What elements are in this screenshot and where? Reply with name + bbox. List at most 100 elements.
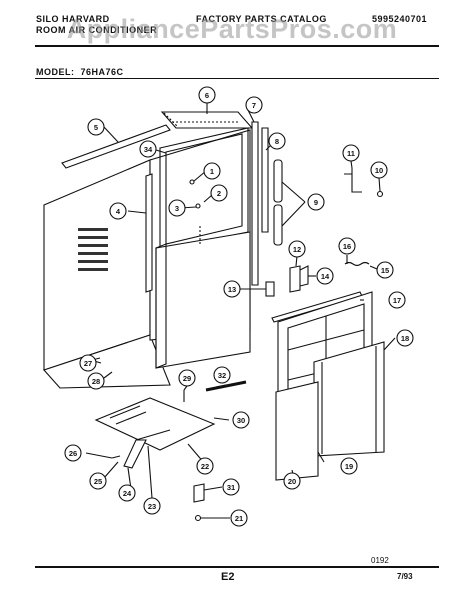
callout-circle bbox=[396, 329, 414, 347]
callout-19: 19 bbox=[340, 457, 358, 475]
callout-label: 13 bbox=[228, 285, 236, 294]
callout-label: 31 bbox=[227, 483, 235, 492]
callout-6: 6 bbox=[198, 86, 216, 104]
page-number: E2 bbox=[221, 571, 235, 583]
callout-label: 4 bbox=[116, 207, 121, 216]
part-clip bbox=[289, 265, 301, 293]
part-partition bbox=[155, 231, 251, 369]
callout-circle bbox=[223, 280, 241, 298]
callout-24: 24 bbox=[118, 484, 136, 502]
callout-circle bbox=[213, 366, 231, 384]
callout-16: 16 bbox=[338, 237, 356, 255]
part-top-strip bbox=[61, 124, 171, 169]
callout-label: 8 bbox=[275, 137, 279, 146]
callout-21: 21 bbox=[230, 509, 248, 527]
callout-label: 29 bbox=[183, 374, 191, 383]
callout-27: 27 bbox=[79, 354, 97, 372]
callout-label: 3 bbox=[175, 204, 179, 213]
part-control-panel bbox=[94, 397, 216, 451]
callout-circle bbox=[139, 140, 157, 158]
callout-circle bbox=[143, 497, 161, 515]
callout-circle bbox=[376, 261, 394, 279]
catalog-title: FACTORY PARTS CATALOG bbox=[196, 14, 327, 24]
callout-31: 31 bbox=[222, 478, 240, 496]
catalog-number: 5995240701 bbox=[372, 14, 428, 24]
header-rule bbox=[35, 45, 439, 47]
model-rule bbox=[35, 78, 439, 79]
callout-label: 10 bbox=[375, 166, 383, 175]
callout-label: 5 bbox=[94, 123, 98, 132]
part-foam-strips bbox=[273, 159, 283, 246]
callout-3: 3 bbox=[168, 199, 186, 217]
callout-28: 28 bbox=[87, 372, 105, 390]
callout-label: 2 bbox=[217, 189, 221, 198]
part-latch bbox=[299, 265, 309, 287]
callout-circle bbox=[64, 444, 82, 462]
callout-label: 15 bbox=[381, 266, 389, 275]
callout-18: 18 bbox=[396, 329, 414, 347]
part-bracket-24 bbox=[123, 439, 147, 469]
callout-circle bbox=[388, 291, 406, 309]
callout-circle bbox=[316, 267, 334, 285]
callout-circle bbox=[196, 457, 214, 475]
callout-label: 6 bbox=[205, 91, 209, 100]
callout-5: 5 bbox=[87, 118, 105, 136]
callout-4: 4 bbox=[109, 202, 127, 220]
part-bracket-31 bbox=[193, 483, 205, 503]
callout-label: 34 bbox=[144, 145, 153, 154]
callout-7: 7 bbox=[245, 96, 263, 114]
callout-circle bbox=[340, 457, 358, 475]
part-screws bbox=[189, 179, 201, 246]
callout-circle bbox=[203, 162, 221, 180]
callout-17: 17 bbox=[388, 291, 406, 309]
callout-circle bbox=[210, 184, 228, 202]
part-door bbox=[275, 381, 319, 481]
callout-layer: 1234567891011121314151617181920212223242… bbox=[64, 86, 414, 527]
part-screw-26 bbox=[111, 455, 121, 459]
callout-circle bbox=[87, 372, 105, 390]
callout-circle bbox=[118, 484, 136, 502]
callout-29: 29 bbox=[178, 369, 196, 387]
callout-1: 1 bbox=[203, 162, 221, 180]
part-bracket-11 bbox=[344, 168, 362, 193]
callout-circle bbox=[87, 118, 105, 136]
callout-circle bbox=[79, 354, 97, 372]
callout-11: 11 bbox=[342, 144, 360, 162]
callout-label: 9 bbox=[314, 198, 318, 207]
callout-34: 34 bbox=[139, 140, 157, 158]
callout-12: 12 bbox=[288, 240, 306, 258]
callout-label: 32 bbox=[218, 371, 226, 380]
model-line: MODEL: 76HA76C bbox=[36, 67, 124, 77]
callout-circle bbox=[198, 86, 216, 104]
callout-23: 23 bbox=[143, 497, 161, 515]
callout-circle bbox=[268, 132, 286, 150]
revision-date: 7/93 bbox=[397, 572, 413, 581]
callout-20: 20 bbox=[283, 472, 301, 490]
callout-30: 30 bbox=[232, 411, 250, 429]
callout-label: 26 bbox=[69, 449, 77, 458]
part-rod bbox=[205, 380, 247, 392]
drawing-code: 0192 bbox=[371, 556, 389, 565]
callout-label: 24 bbox=[123, 489, 132, 498]
part-top-panel bbox=[160, 111, 254, 129]
watermark: AppliancePartsPros.com bbox=[66, 14, 398, 44]
callout-circle bbox=[307, 193, 325, 211]
callout-32: 32 bbox=[213, 366, 231, 384]
model-label: MODEL: bbox=[36, 67, 75, 77]
callout-circle bbox=[288, 240, 306, 258]
callout-circle bbox=[89, 472, 107, 490]
callout-label: 25 bbox=[94, 477, 102, 486]
callout-circle bbox=[283, 472, 301, 490]
callout-circle bbox=[338, 237, 356, 255]
callout-26: 26 bbox=[64, 444, 82, 462]
brand-line-1: SILO HARVARD bbox=[36, 14, 110, 24]
part-small-panel bbox=[265, 281, 275, 297]
callout-label: 1 bbox=[210, 167, 214, 176]
callout-label: 16 bbox=[343, 242, 351, 251]
callout-circle bbox=[245, 96, 263, 114]
callout-label: 20 bbox=[288, 477, 296, 486]
callout-9: 9 bbox=[307, 193, 325, 211]
callout-label: 30 bbox=[237, 416, 245, 425]
callout-label: 7 bbox=[252, 101, 256, 110]
